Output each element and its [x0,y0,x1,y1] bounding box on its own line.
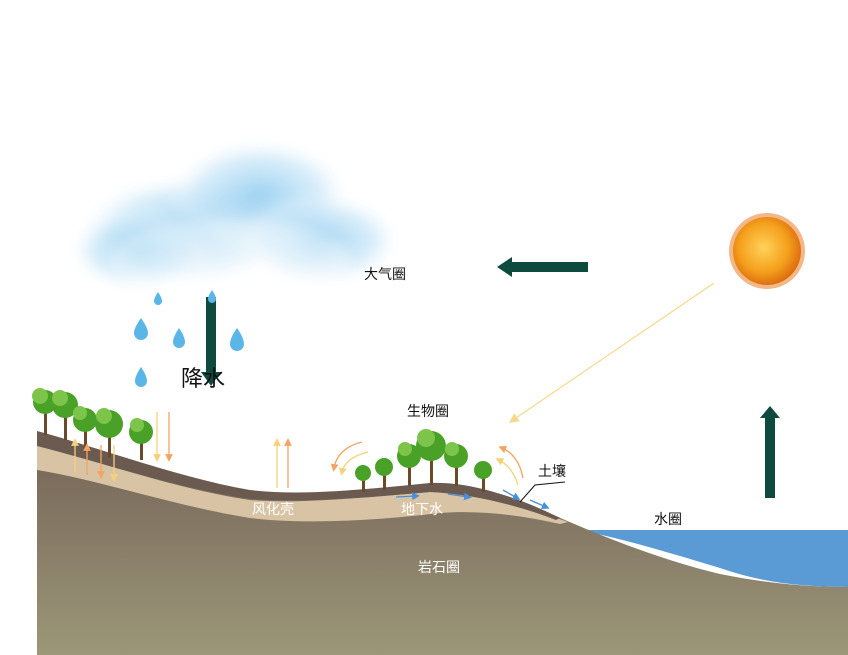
label-lithosphere: 岩石圈 [418,560,460,576]
label-hydrosphere: 水圈 [654,512,682,528]
raindrop-icon [230,328,244,351]
atmosphere-arrow [497,257,588,277]
cloud [70,140,400,300]
tree-icon [375,458,393,490]
weathering-crust [37,445,568,524]
trees-middle [355,429,492,492]
raindrops [134,290,244,387]
tree-icon [129,418,153,460]
tree-icon [73,406,97,452]
tree-icon [474,461,492,492]
raindrop-icon [154,292,162,305]
tree-icon [32,388,57,435]
tree-icon [52,390,78,440]
sunbeam-arrow [509,282,715,423]
tree-icon [355,465,371,492]
label-groundwater: 地下水 [401,502,443,518]
label-weathering-crust: 风化壳 [252,502,294,518]
tree-icon [397,442,421,486]
nutrient-flow-arrows [71,412,524,488]
label-atmosphere: 大气圈 [364,267,406,283]
groundwater-flow-arrows [395,489,550,510]
raindrop-icon [135,367,147,387]
raindrop-icon [134,318,148,340]
precipitation-arrow [201,297,221,386]
lithosphere [37,432,848,655]
soil-callout-line [519,481,566,503]
tree-icon [416,429,446,485]
label-biosphere: 生物圈 [407,404,449,420]
raindrop-icon [208,290,216,303]
tree-icon [95,408,123,458]
label-soil: 土壤 [538,464,566,480]
raindrop-icon [173,328,185,348]
sun [729,213,805,289]
sea [575,530,848,587]
trees-left [32,388,153,460]
evaporation-arrow [760,406,780,498]
tree-icon [444,442,468,486]
label-precipitation: 降水 [181,367,226,392]
